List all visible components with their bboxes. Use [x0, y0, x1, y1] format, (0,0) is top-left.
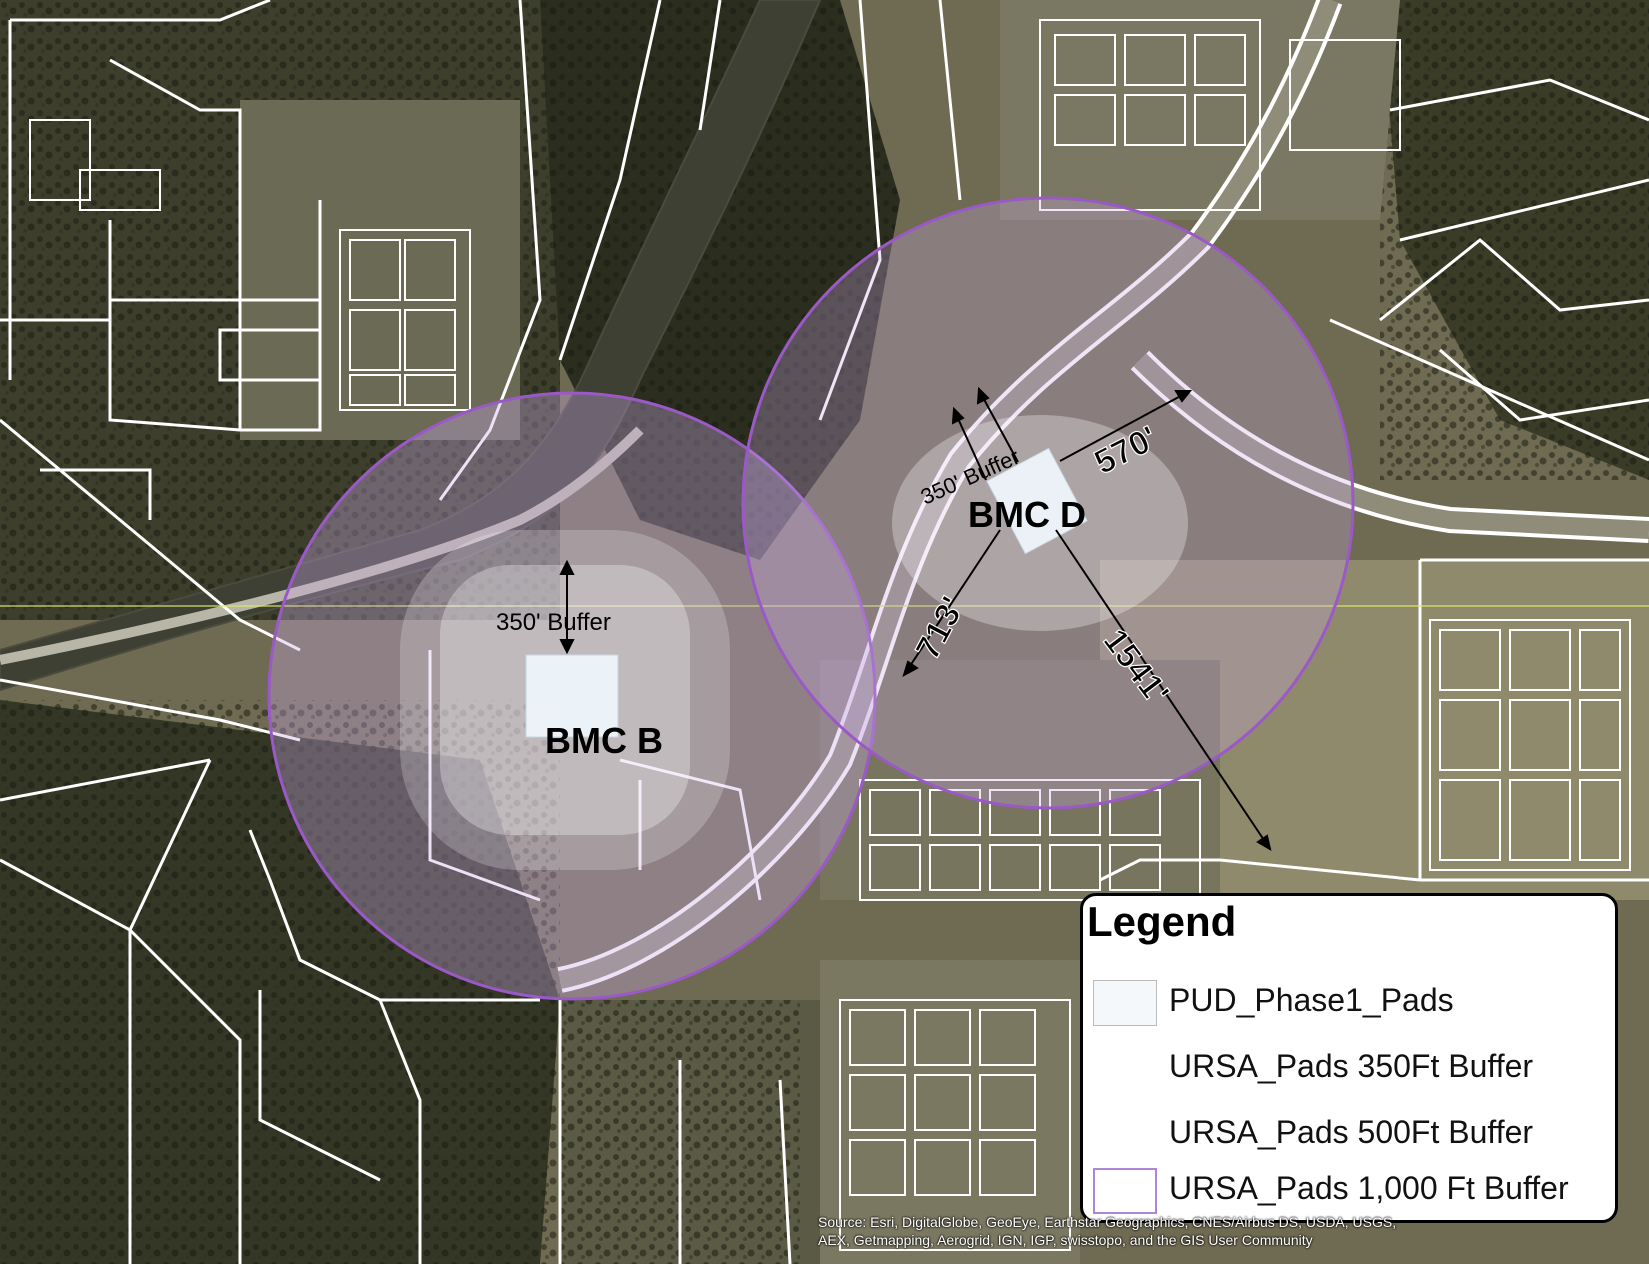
- main-road-surface: [558, 0, 1339, 989]
- neighborhood-north-east: [1000, 0, 1400, 220]
- legend-title: Legend: [1087, 898, 1237, 945]
- map-attribution: Source: Esri, DigitalGlobe, GeoEye, Eart…: [818, 1213, 1618, 1249]
- neighborhood-north-center: [240, 100, 520, 440]
- legend-item-350ft-buffer: URSA_Pads 350Ft Buffer: [1087, 1042, 1607, 1098]
- legend-label-500ft-buffer: URSA_Pads 500Ft Buffer: [1169, 1114, 1534, 1150]
- highway: [0, 426, 644, 665]
- bmc-b-pad: [525, 654, 619, 738]
- forest-texture-south: [0, 700, 560, 1264]
- field-east: [1100, 560, 1649, 900]
- bmc-d-label: BMC D: [968, 494, 1086, 535]
- bmc-d-buffers: [741, 196, 1355, 810]
- subdivision-lots: [29, 19, 1631, 1251]
- legend-swatch-350ft-buffer: [1093, 1046, 1157, 1092]
- legend-swatch-1000ft-buffer: [1093, 1168, 1157, 1214]
- east-road-surface: [1133, 353, 1649, 539]
- legend-item-500ft-buffer: URSA_Pads 500Ft Buffer: [1087, 1108, 1607, 1164]
- bmc-b-buffer-label: 350' Buffer: [496, 609, 611, 636]
- attribution-line-1: Source: Esri, DigitalGlobe, GeoEye, Eart…: [818, 1214, 1397, 1230]
- river: [0, 0, 822, 692]
- bmc-b-buffers: [267, 391, 877, 1001]
- legend-label-1000ft-buffer: URSA_Pads 1,000 Ft Buffer: [1169, 1170, 1569, 1206]
- legend-item-1000ft-buffer: URSA_Pads 1,000 Ft Buffer: [1087, 1164, 1607, 1220]
- measurement-arrows: [559, 386, 1272, 852]
- attribution-line-2: AEX, Getmapping, Aerogrid, IGN, IGP, swi…: [818, 1232, 1313, 1248]
- legend-label-350ft-buffer: URSA_Pads 350Ft Buffer: [1169, 1048, 1534, 1084]
- neighborhood-south: [820, 960, 1080, 1264]
- bmc-d-pad: [986, 447, 1088, 555]
- forest-texture-east: [1380, 0, 1649, 480]
- map-legend: Legend PUD_Phase1_Pads URSA_Pads 350Ft B…: [1080, 893, 1618, 1223]
- legend-item-phase1-pads: PUD_Phase1_Pads: [1087, 976, 1607, 1032]
- legend-swatch-500ft-buffer: [1093, 1112, 1157, 1158]
- legend-label-phase1-pads: PUD_Phase1_Pads: [1169, 982, 1454, 1018]
- legend-swatch-phase1-pads: [1093, 980, 1157, 1026]
- bmc-b-label: BMC B: [545, 720, 663, 761]
